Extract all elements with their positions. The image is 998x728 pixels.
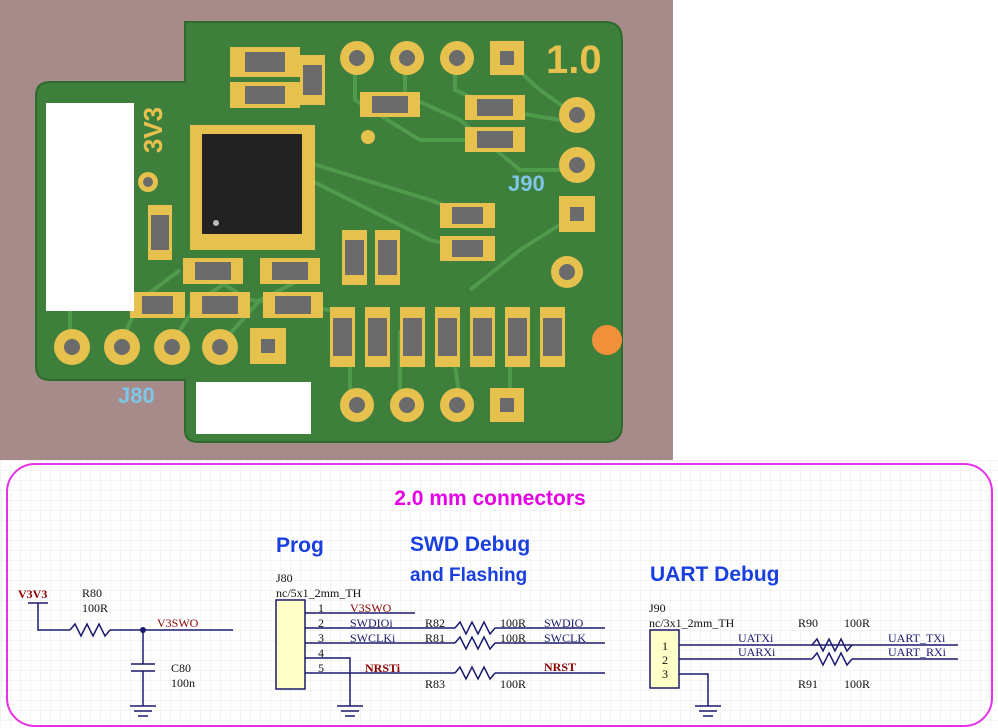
r82-value: 100R [500,616,526,630]
power-net-label: V3V3 [18,587,47,601]
pcb-ic [190,125,315,250]
c80-value: 100n [171,676,195,690]
heading-uart: UART Debug [650,563,780,586]
schematic-drawing: 2.0 mm connectors Prog SWD Debug and Fla… [0,460,998,728]
r81-ref: R81 [425,631,445,645]
j80-net-v3swo: V3SWO [350,601,392,615]
r83-value: 100R [500,677,526,691]
svg-text:5: 5 [318,661,324,675]
pcb-marker [592,325,622,355]
j90-ref: J90 [649,601,666,615]
pcb-header-j90 [551,97,595,288]
r91-value: 100R [844,677,870,691]
svg-text:3: 3 [318,631,324,645]
svg-text:2: 2 [318,616,324,630]
pcb-j90-label: J90 [508,171,545,196]
j80-pin-lines [305,612,455,717]
heading-swd-line2: and Flashing [410,565,527,586]
r82-ref: R82 [425,616,445,630]
pcb-header-bottom [340,388,524,422]
pcb-header-j80 [54,328,286,365]
pcb-j80-label: J80 [118,383,155,408]
j80-ref: J80 [276,571,293,585]
heading-prog: Prog [276,534,324,557]
r90-resistor [811,637,853,653]
net-nrst: NRST [544,660,576,674]
j80-pin-numbers: 1 2 3 4 5 [318,601,324,675]
r80-ref: R80 [82,586,102,600]
r90-value: 100R [844,616,870,630]
j80-net-swclki: SWCLKi [350,631,396,645]
pcb-header-top [340,41,524,75]
j80-footprint: nc/5x1_2mm_TH [276,586,362,600]
net-uart-txi: UART_TXi [888,631,946,645]
power-wires [28,602,233,717]
r80-value: 100R [82,601,108,615]
c80-ref: C80 [171,661,191,675]
j80-net-nrsti: NRSTi [365,661,401,675]
swd-resistor-wires [454,620,605,681]
svg-text:1: 1 [662,639,668,653]
r91-ref: R91 [798,677,818,691]
pcb-cutout-bottom [196,382,311,434]
svg-text:4: 4 [318,646,324,660]
pcb-drawing: 1.0 3V3 J90 J80 [35,21,623,443]
schematic-border [6,463,993,727]
j90-net-uatxi: UATXi [738,631,774,645]
net-swdio: SWDIO [544,616,584,630]
pcb-smd-components [130,47,565,367]
schematic-panel: 2.0 mm connectors Prog SWD Debug and Fla… [0,460,998,728]
j80-body [275,599,306,690]
net-swclk: SWCLK [544,631,586,645]
svg-text:3: 3 [662,667,668,681]
j90-footprint: nc/3x1_2mm_TH [649,616,735,630]
v3swo-net-label: V3SWO [157,616,199,630]
r90-ref: R90 [798,616,818,630]
svg-text:2: 2 [662,653,668,667]
j90-pin-lines [679,644,958,717]
pcb-voltage-label: 3V3 [138,107,168,153]
j90-pin-numbers: 1 2 3 [662,639,668,681]
schematic-title: 2.0 mm connectors [394,487,585,510]
j90-net-uarxi: UARXi [738,645,776,659]
j90-body [649,629,680,689]
heading-swd-line1: SWD Debug [410,533,530,556]
net-uart-rxi: UART_RXi [888,645,947,659]
r81-value: 100R [500,631,526,645]
j80-net-swdioi: SWDIOi [350,616,393,630]
pcb-cutout-left [46,103,134,311]
pcb-version-label: 1.0 [546,38,602,82]
svg-text:1: 1 [318,601,324,615]
r83-ref: R83 [425,677,445,691]
pcb-render: 1.0 3V3 J90 J80 [0,0,673,460]
